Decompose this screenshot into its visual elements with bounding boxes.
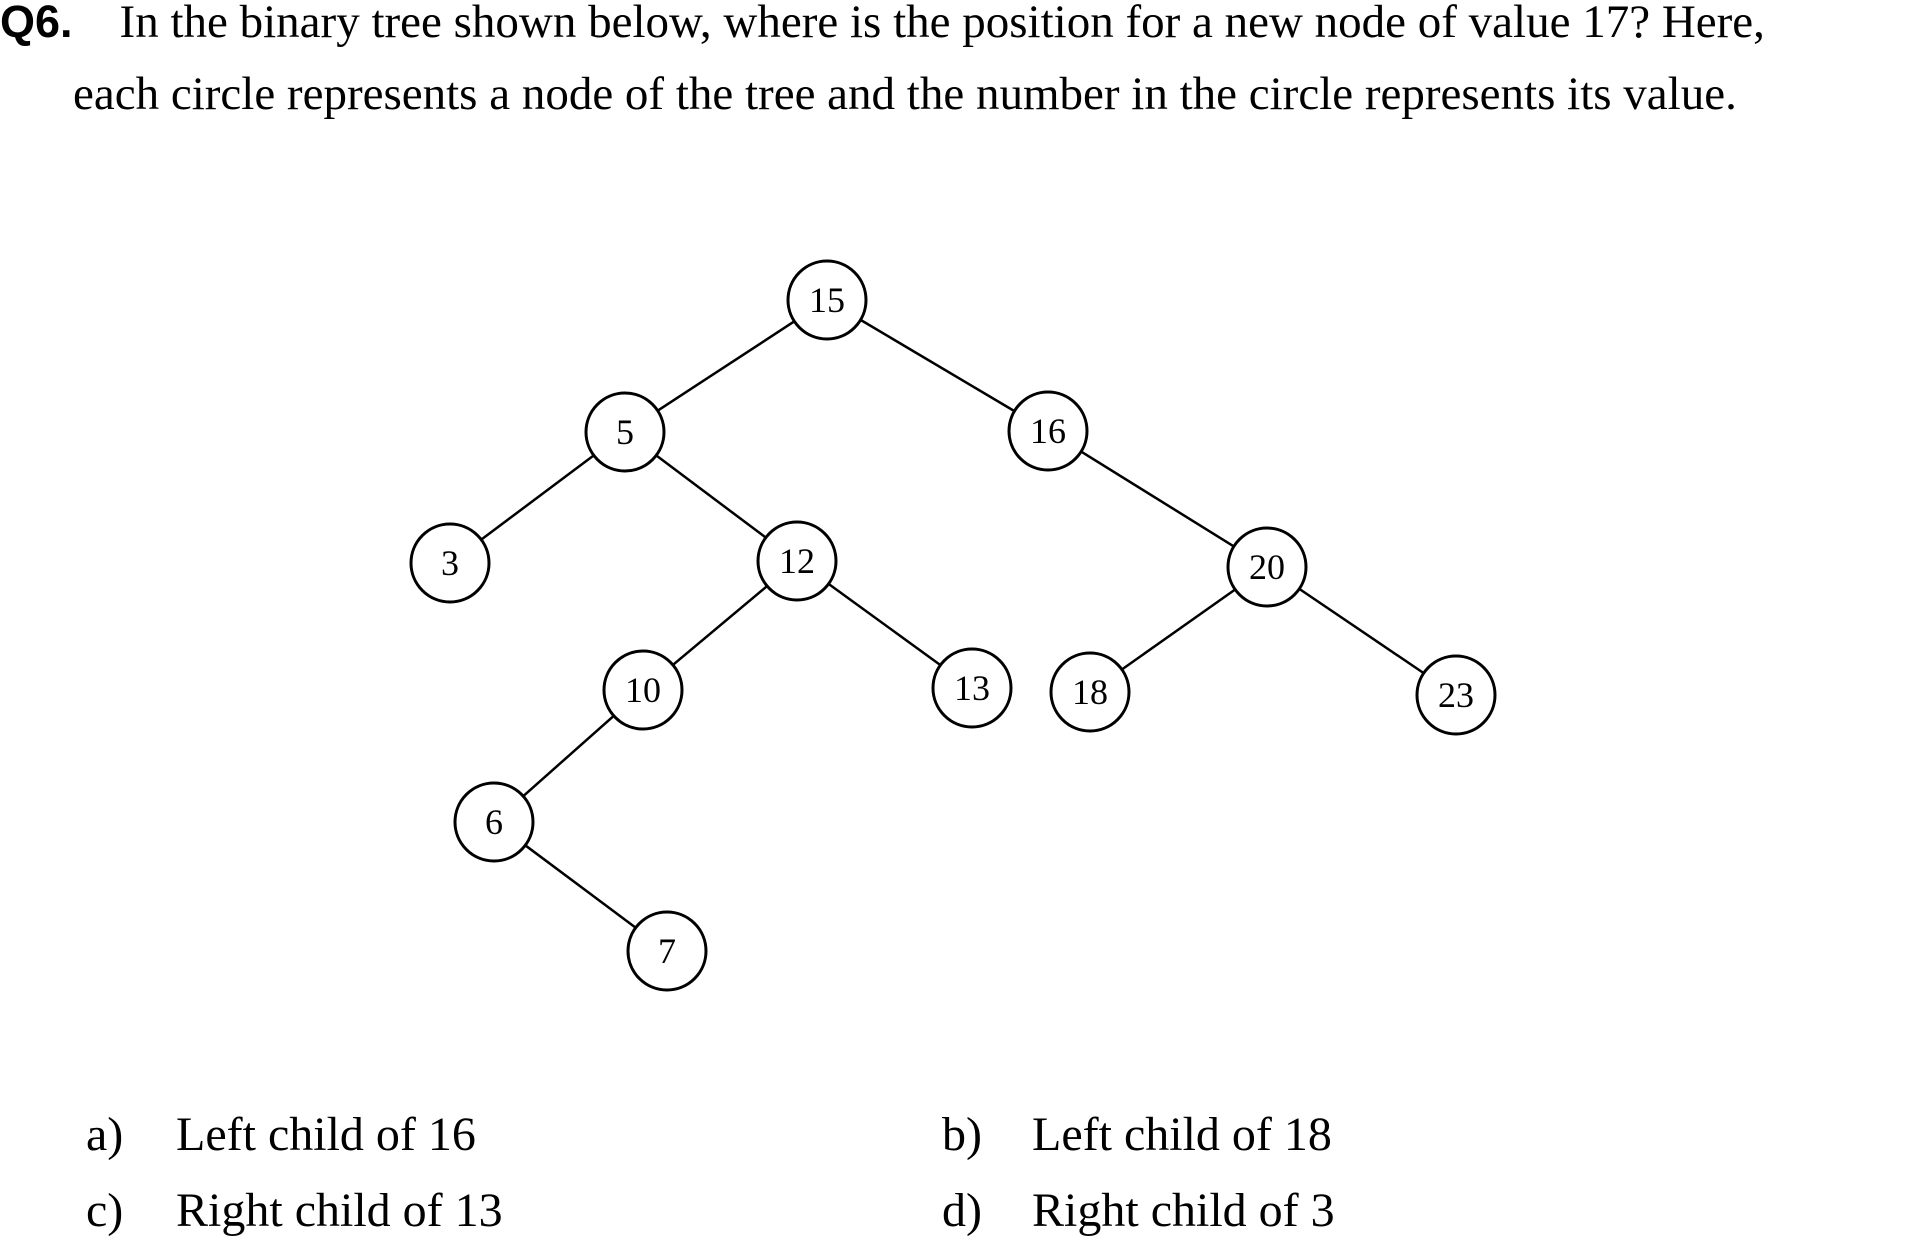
question: Q6. In the binary tree shown below, wher…	[0, 0, 1932, 140]
option-a-letter: a)	[86, 1108, 124, 1161]
edge-15-to-16	[859, 318, 1016, 413]
node-circle	[931, 647, 1013, 729]
edge-20-to-18	[1121, 588, 1236, 671]
tree-node-13: 13	[931, 647, 1013, 729]
option-b-text: Left child of 18	[1032, 1108, 1332, 1161]
tree-node-15: 15	[786, 259, 868, 341]
tree-node-10: 10	[602, 649, 684, 731]
edge-16-to-20	[1080, 450, 1235, 548]
node-value: 15	[809, 280, 845, 320]
tree-nodes: 15 5 16 3 12 20 10 13 18 23 6 7	[409, 259, 1497, 992]
question-line-2: each circle represents a node of the tre…	[73, 58, 1737, 130]
node-value: 3	[441, 543, 459, 583]
question-line-1: Q6. In the binary tree shown below, wher…	[0, 0, 1765, 58]
node-circle	[626, 910, 708, 992]
node-value: 6	[485, 802, 503, 842]
edge-15-to-5	[656, 320, 796, 412]
question-number: Q6.	[0, 0, 73, 47]
node-circle	[409, 522, 491, 604]
node-value: 10	[625, 670, 661, 710]
option-c-text: Right child of 13	[176, 1184, 503, 1237]
tree-node-16: 16	[1007, 390, 1089, 472]
edge-12-to-13	[827, 582, 942, 667]
option-b-letter: b)	[942, 1108, 982, 1161]
node-value: 7	[658, 931, 676, 971]
tree-node-12: 12	[756, 520, 838, 602]
option-c-letter: c)	[86, 1184, 124, 1237]
edge-12-to-10	[672, 585, 768, 666]
edge-5-to-12	[655, 454, 767, 539]
node-circle	[1007, 390, 1089, 472]
edge-6-to-7	[524, 844, 637, 929]
question-text-line-1: In the binary tree shown below, where is…	[119, 0, 1765, 48]
tree-node-20: 20	[1226, 526, 1308, 608]
tree-edges	[480, 318, 1425, 929]
option-d-letter: d)	[942, 1184, 982, 1237]
node-value: 13	[954, 668, 990, 708]
node-circle	[584, 391, 666, 473]
question-text-line-2: each circle represents a node of the tre…	[73, 68, 1737, 120]
node-circle	[1226, 526, 1308, 608]
node-circle	[602, 649, 684, 731]
tree-node-6: 6	[453, 781, 535, 863]
tree-node-5: 5	[584, 391, 666, 473]
tree-node-3: 3	[409, 522, 491, 604]
edge-5-to-3	[480, 454, 595, 541]
node-value: 20	[1249, 547, 1285, 587]
option-a-text: Left child of 16	[176, 1108, 476, 1161]
option-d-text: Right child of 3	[1032, 1184, 1335, 1237]
node-circle	[453, 781, 535, 863]
node-value: 16	[1030, 411, 1066, 451]
edge-20-to-23	[1298, 587, 1425, 675]
node-value: 18	[1072, 672, 1108, 712]
node-value: 23	[1438, 675, 1474, 715]
edge-10-to-6	[522, 714, 615, 798]
node-circle	[756, 520, 838, 602]
node-circle	[786, 259, 868, 341]
node-circle	[1415, 654, 1497, 736]
answer-options: a) Left child of 16 b) Left child of 18 …	[0, 1105, 1932, 1251]
node-value: 12	[779, 541, 815, 581]
tree-node-23: 23	[1415, 654, 1497, 736]
binary-tree-diagram: 15 5 16 3 12 20 10 13 18 23 6 7	[409, 259, 1497, 992]
node-value: 5	[616, 412, 634, 452]
tree-node-7: 7	[626, 910, 708, 992]
tree-node-18: 18	[1049, 651, 1131, 733]
node-circle	[1049, 651, 1131, 733]
